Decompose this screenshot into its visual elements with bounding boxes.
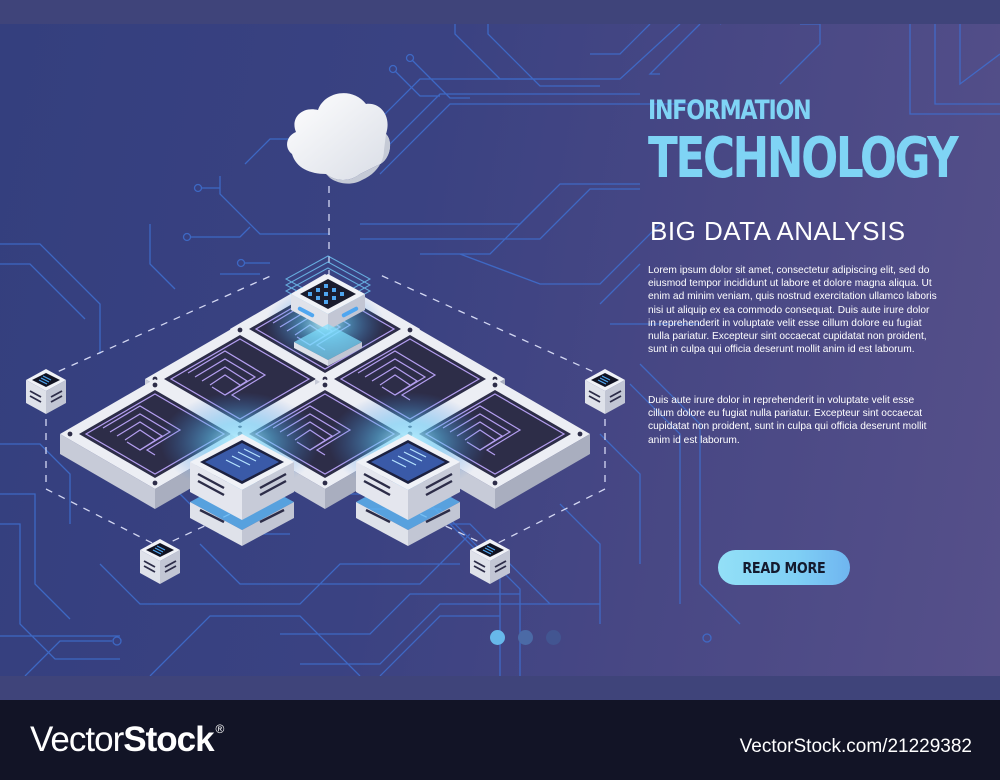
top-border-strip [0, 0, 1000, 24]
carousel-dot-1[interactable] [490, 630, 505, 645]
watermark-footer [0, 700, 1000, 780]
body-paragraph-1: Lorem ipsum dolor sit amet, consectetur … [648, 265, 937, 356]
subtitle: BIG DATA ANALYSIS [650, 216, 906, 246]
vectorstock-logo: VectorStock® [30, 720, 224, 759]
server-hub-icon [284, 255, 372, 366]
body-paragraph-2: Duis aute irure dolor in reprehenderit i… [648, 395, 927, 446]
carousel-dots [490, 630, 561, 645]
server-illustration [25, 93, 626, 585]
title-line-2: TECHNOLOGY [648, 126, 959, 191]
carousel-dot-2[interactable] [518, 630, 533, 645]
hero-banner: INFORMATION TECHNOLOGY BIG DATA ANALYSIS… [0, 24, 1000, 676]
carousel-dot-3[interactable] [546, 630, 561, 645]
read-more-button[interactable]: READ MORE [718, 550, 850, 585]
stock-image-id: VectorStock.com/21229382 [739, 736, 972, 757]
title-line-1: INFORMATION [648, 95, 812, 126]
cloud-icon [287, 93, 391, 184]
bottom-border-strip [0, 676, 1000, 700]
read-more-label: READ MORE [742, 558, 826, 577]
